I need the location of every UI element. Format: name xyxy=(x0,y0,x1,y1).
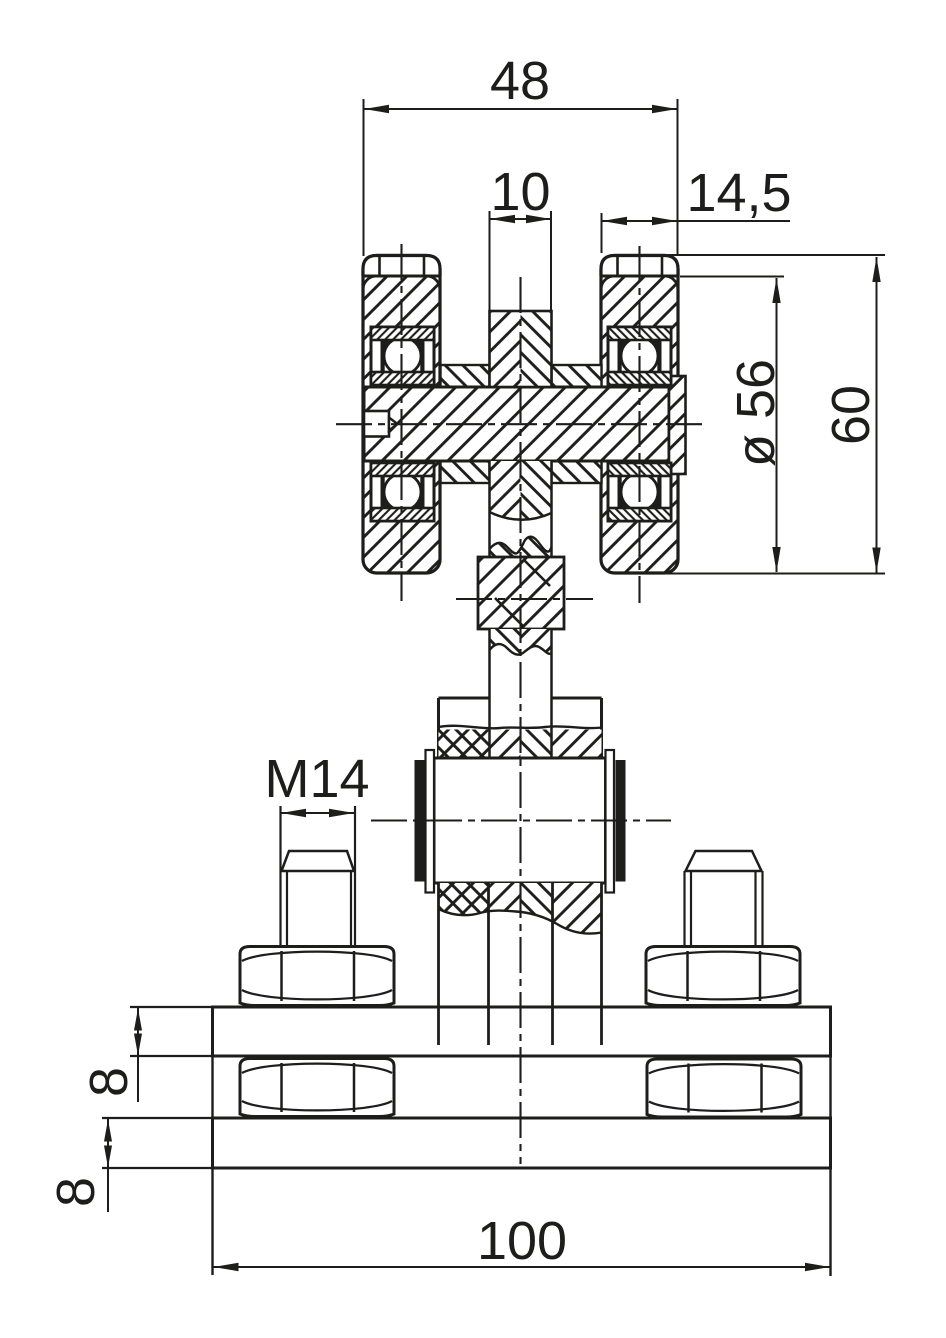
svg-text:8: 8 xyxy=(46,1177,106,1207)
svg-text:8: 8 xyxy=(79,1067,139,1097)
svg-text:ø 56: ø 56 xyxy=(726,359,786,467)
svg-text:100: 100 xyxy=(477,1211,567,1271)
svg-text:10: 10 xyxy=(490,162,550,222)
svg-text:14,5: 14,5 xyxy=(686,163,791,223)
svg-text:60: 60 xyxy=(821,385,881,445)
svg-text:48: 48 xyxy=(490,51,550,111)
svg-text:M14: M14 xyxy=(264,749,369,809)
